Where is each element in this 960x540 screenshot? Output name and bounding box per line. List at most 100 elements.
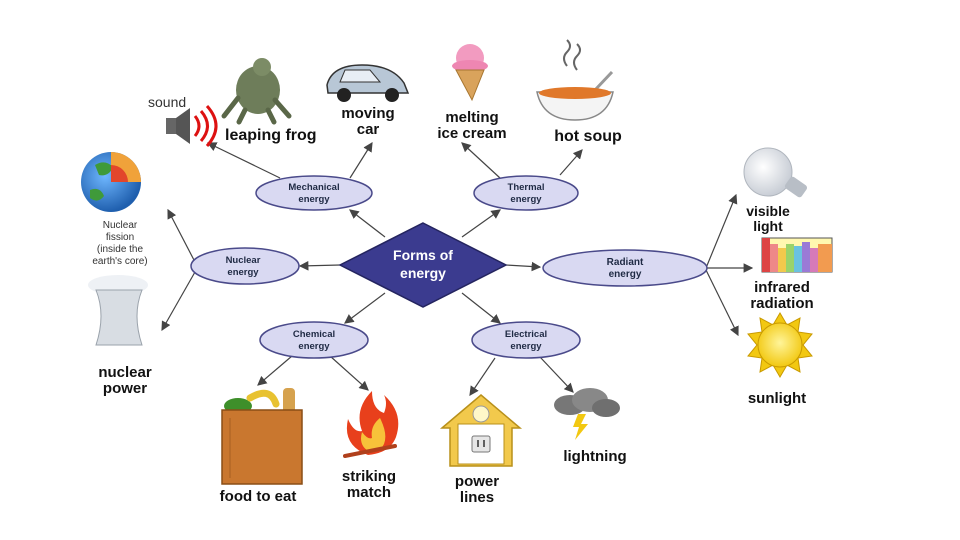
node-thermal: Thermal energy [473, 175, 579, 211]
node-radiant-line1: Radiant [607, 257, 644, 268]
edge-nuclear-fission [167, 208, 196, 263]
node-chemical-line2: energy [298, 341, 330, 352]
edge-center-chemical [344, 292, 386, 324]
example-striking-match: striking match [342, 391, 399, 501]
node-mechanical-line2: energy [298, 194, 330, 205]
example-nuclear-fission: Nuclear fission (inside the earth's core… [81, 152, 148, 267]
edge-radiant-sunlight [705, 269, 739, 337]
grocery-bag-icon [221, 388, 303, 485]
edge-center-nuclear [298, 260, 341, 271]
example-sunlight: sunlight [747, 312, 813, 407]
node-chemical-shape [259, 321, 369, 359]
ice-cream-icon [452, 44, 488, 102]
example-melting-ice-cream: melting ice cream [437, 44, 507, 142]
edge-electrical-lightning [539, 356, 574, 393]
example-lightning: lightning [554, 388, 627, 465]
label-moving-car-line1: moving [341, 105, 394, 122]
edge-thermal-soup [559, 149, 583, 176]
label-fission-line4: earth's core) [92, 256, 147, 267]
edge-chemical-match [329, 355, 369, 391]
node-nuclear: Nuclear energy [190, 247, 300, 285]
center-title-line2: energy [400, 265, 446, 281]
node-nuclear-line1: Nuclear [226, 255, 261, 266]
node-radiant-shape [542, 249, 708, 287]
label-visible-line2: light [753, 218, 783, 234]
label-fission-line3: (inside the [97, 244, 144, 255]
spectrum-chart-icon [761, 237, 833, 273]
edge-center-thermal [461, 209, 501, 238]
center-edges [298, 209, 542, 324]
house-outlet-icon [439, 394, 523, 467]
example-leaping-frog: leaping frog [221, 58, 317, 144]
car-icon [326, 64, 410, 102]
label-striking-line2: match [347, 484, 391, 501]
soup-bowl-icon [536, 39, 614, 121]
edge-mechanical-car [349, 141, 373, 179]
speaker-icon [166, 104, 218, 148]
edge-center-radiant [505, 261, 542, 272]
edge-mechanical-sound [206, 142, 281, 179]
node-nuclear-line2: energy [227, 267, 259, 278]
center-diamond [338, 222, 508, 308]
node-electrical-shape [471, 321, 581, 359]
node-nuclear-shape [190, 247, 300, 285]
frog-icon [221, 58, 292, 125]
edge-thermal-icecream [461, 142, 501, 179]
label-nuclear-power-line1: nuclear [98, 364, 152, 381]
example-nuclear-power: nuclear power [88, 275, 152, 397]
cooling-tower-icon [88, 275, 148, 346]
label-sunlight: sunlight [748, 390, 806, 407]
flame-icon [343, 391, 399, 458]
node-thermal-line2: energy [510, 194, 542, 205]
example-sound: sound [148, 94, 218, 148]
example-food-to-eat: food to eat [220, 388, 303, 505]
label-nuclear-power-line2: power [103, 380, 147, 397]
edge-center-electrical [461, 292, 501, 324]
example-moving-car: moving car [326, 64, 410, 138]
label-hot-soup: hot soup [554, 128, 622, 145]
edge-radiant-visible [705, 193, 738, 269]
node-electrical: Electrical energy [471, 321, 581, 359]
light-bulb-icon [743, 147, 808, 198]
example-visible-light: visible light [743, 147, 808, 234]
edge-chemical-food [257, 355, 293, 386]
node-thermal-shape [473, 175, 579, 211]
sun-icon [747, 312, 813, 378]
label-food-to-eat: food to eat [220, 488, 297, 505]
label-lightning: lightning [563, 448, 626, 465]
node-mechanical: Mechanical energy [255, 175, 373, 211]
center-node: Forms of energy [338, 222, 508, 308]
node-mechanical-line1: Mechanical [288, 182, 339, 193]
example-infrared-radiation: infrared radiation [750, 237, 833, 312]
label-melting-line2: ice cream [437, 125, 506, 142]
example-edges [161, 141, 754, 396]
node-electrical-line1: Electrical [505, 329, 547, 340]
node-radiant-line2: energy [609, 269, 642, 280]
node-chemical: Chemical energy [259, 321, 369, 359]
label-power-line2: lines [460, 489, 494, 506]
storm-cloud-icon [554, 388, 620, 440]
example-hot-soup: hot soup [536, 39, 622, 145]
label-melting-line1: melting [445, 109, 498, 126]
label-sound: sound [148, 94, 186, 110]
edge-center-mechanical [349, 209, 386, 238]
node-electrical-line2: energy [510, 341, 542, 352]
label-fission-line1: Nuclear [103, 220, 138, 231]
example-power-lines: power lines [439, 394, 523, 506]
label-visible-line1: visible [746, 203, 790, 219]
label-moving-car-line2: car [357, 121, 380, 138]
label-fission-line2: fission [106, 232, 134, 243]
label-infrared-line1: infrared [754, 279, 810, 296]
label-leaping-frog: leaping frog [225, 127, 317, 144]
node-chemical-line1: Chemical [293, 329, 335, 340]
node-mechanical-shape [255, 175, 373, 211]
edge-nuclear-power [161, 271, 196, 332]
earth-icon [81, 152, 141, 212]
label-striking-line1: striking [342, 468, 396, 485]
label-infrared-line2: radiation [750, 295, 813, 312]
label-power-line1: power [455, 473, 499, 490]
node-radiant: Radiant energy [542, 249, 708, 287]
edge-electrical-power [469, 357, 496, 396]
